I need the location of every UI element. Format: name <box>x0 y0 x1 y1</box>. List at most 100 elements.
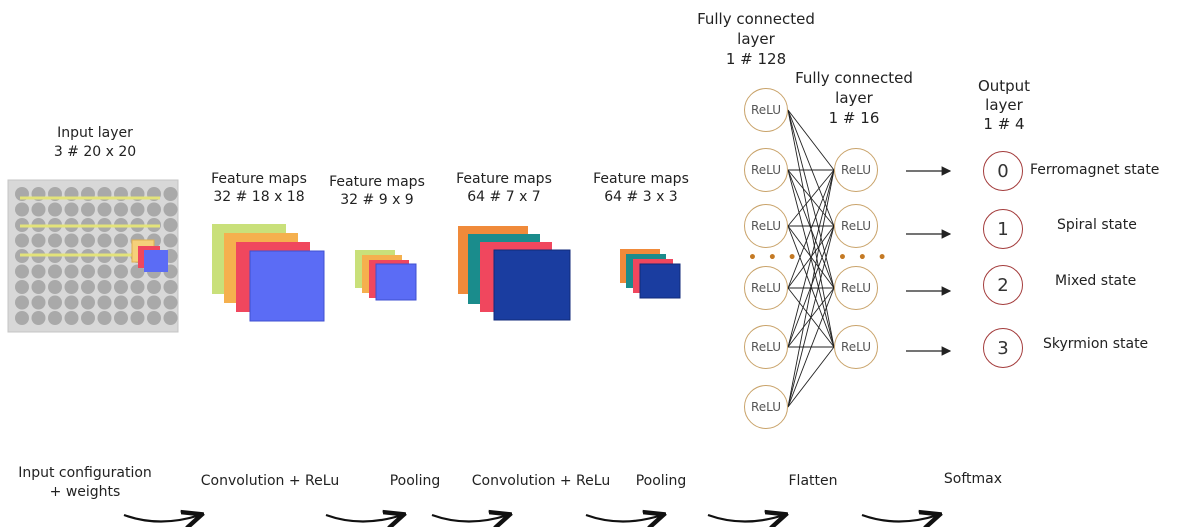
fc-edge <box>787 169 835 408</box>
step-arrows <box>123 515 938 522</box>
grid-site <box>163 233 178 248</box>
output-neuron-2: 2 <box>983 265 1023 305</box>
grid-site <box>48 280 62 294</box>
fm3-dims: 64 # 7 x 7 <box>467 189 541 205</box>
grid-site <box>81 311 95 325</box>
fm1-title: Feature maps <box>211 171 307 187</box>
grid-site <box>114 280 128 294</box>
grid-site <box>130 311 145 325</box>
grid-site <box>15 202 29 217</box>
grid-site <box>163 295 178 310</box>
output-state-1: Spiral state <box>1057 217 1137 233</box>
fc2-neuron: ReLU <box>834 266 878 310</box>
grid-site <box>97 311 112 325</box>
fc-edge <box>787 169 835 227</box>
grid-site <box>81 280 95 294</box>
grid-site <box>15 311 29 325</box>
grid-site <box>48 311 62 325</box>
fc2-label-line3: 1 # 16 <box>828 109 880 127</box>
output-layer-line2: layer <box>985 96 1023 114</box>
grid-site <box>64 311 79 325</box>
grid-site <box>147 295 161 310</box>
grid-site <box>81 233 95 248</box>
output-state-3: Skyrmion state <box>1043 336 1149 352</box>
grid-site <box>15 233 29 248</box>
step-conv1: Convolution + ReLu <box>200 473 340 489</box>
grid-site <box>48 202 62 217</box>
grid-site <box>64 264 79 279</box>
feature-map-stack-1 <box>212 224 325 322</box>
grid-site <box>163 311 178 325</box>
grid-site <box>147 311 161 325</box>
step-pool2: Pooling <box>635 473 687 489</box>
step-input-line2: + weights <box>49 484 121 500</box>
output-neuron-1: 1 <box>983 209 1023 249</box>
fc-edge <box>787 346 835 408</box>
input-grid <box>7 179 179 333</box>
feature-map-stack-2 <box>355 250 417 301</box>
grid-site <box>147 280 161 294</box>
fc1-neuron: ReLU <box>744 88 788 132</box>
grid-site <box>97 264 112 279</box>
grid-site <box>130 280 145 294</box>
feature-map-stack-3 <box>458 226 571 321</box>
fc1-neuron: ReLU <box>744 325 788 369</box>
grid-site <box>15 295 29 310</box>
grid-site <box>163 218 178 232</box>
fm2-dims: 32 # 9 x 9 <box>340 192 414 208</box>
grid-site <box>31 295 46 310</box>
grid-site <box>114 233 128 248</box>
feature-map-stack-4 <box>620 249 681 299</box>
fc1-neuron: ReLU <box>744 148 788 192</box>
grid-site <box>48 233 62 248</box>
grid-site <box>97 295 112 310</box>
fc1-neuron: ReLU <box>744 204 788 248</box>
fc2-label-line1: Fully connected <box>795 69 913 87</box>
grid-site <box>48 264 62 279</box>
fc2-neuron: ReLU <box>834 204 878 248</box>
grid-site <box>130 295 145 310</box>
fc-edge <box>787 109 835 289</box>
fm1-dims: 32 # 18 x 18 <box>213 189 305 205</box>
grid-site <box>48 295 62 310</box>
fm3-title: Feature maps <box>456 171 552 187</box>
grid-site <box>114 295 128 310</box>
fm4-title: Feature maps <box>593 171 689 187</box>
grid-site <box>114 264 128 279</box>
fc1-label-line1: Fully connected <box>697 10 815 28</box>
grid-site <box>31 202 46 217</box>
grid-site <box>81 264 95 279</box>
fc2-neuron: ReLU <box>834 325 878 369</box>
grid-site <box>31 280 46 294</box>
grid-site <box>64 202 79 217</box>
step-pool1: Pooling <box>389 473 441 489</box>
fc2-ellipsis: • • • <box>838 250 890 266</box>
output-layer-line3: 1 # 4 <box>983 115 1025 133</box>
grid-site <box>64 280 79 294</box>
input-layer-dims: 3 # 20 x 20 <box>53 144 137 160</box>
grid-site <box>31 264 46 279</box>
output-neuron-0: 0 <box>983 151 1023 191</box>
fc-edge <box>787 169 835 348</box>
fc-edge <box>787 109 835 171</box>
fc-edge <box>787 109 835 227</box>
grid-site <box>31 233 46 248</box>
grid-site <box>97 202 112 217</box>
fc1-label-line2: layer <box>737 30 775 48</box>
grid-site <box>97 280 112 294</box>
grid-site <box>15 280 29 294</box>
grid-site <box>81 295 95 310</box>
grid-site <box>15 264 29 279</box>
grid-site <box>114 202 128 217</box>
grid-site <box>114 311 128 325</box>
fm2-title: Feature maps <box>329 174 425 190</box>
grid-site <box>147 202 161 217</box>
grid-site <box>97 233 112 248</box>
output-layer-line1: Output <box>977 77 1031 95</box>
step-flatten: Flatten <box>788 473 838 489</box>
fc1-neuron: ReLU <box>744 385 788 429</box>
output-neuron-3: 3 <box>983 328 1023 368</box>
output-state-2: Mixed state <box>1055 273 1137 289</box>
fc-edge <box>787 287 835 408</box>
